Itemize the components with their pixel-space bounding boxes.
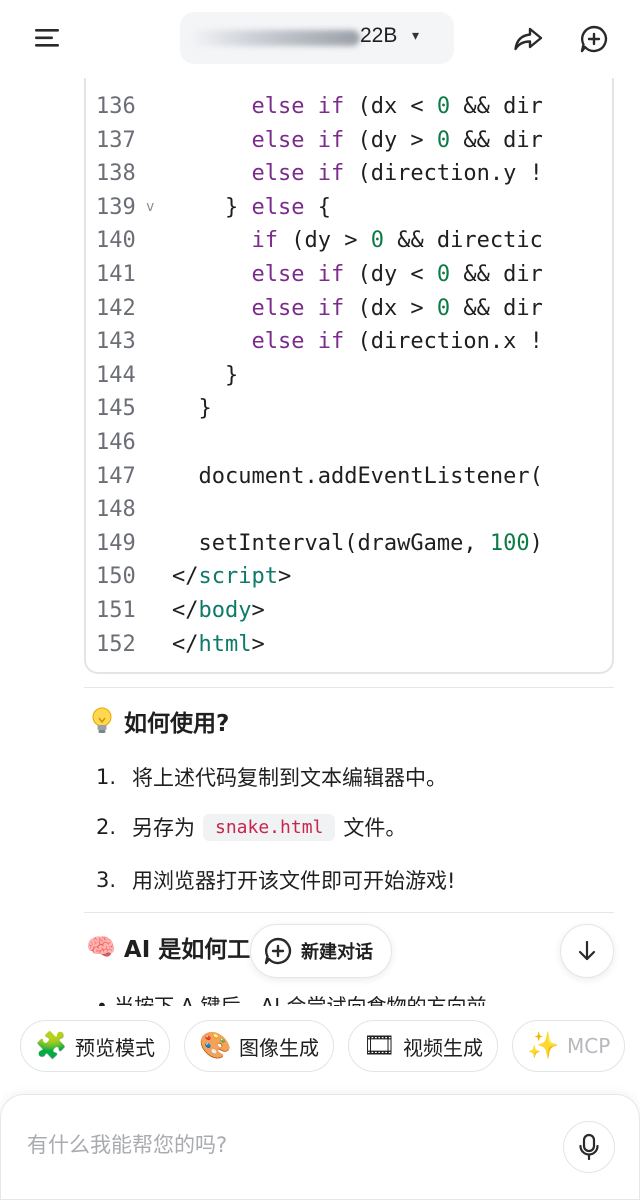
- fold-chevron-icon[interactable]: v: [146, 198, 155, 215]
- code-line: 138 else if (direction.y !: [86, 161, 612, 195]
- line-number: 137: [96, 127, 136, 153]
- floating-new-chat-button[interactable]: 新建对话: [250, 924, 392, 978]
- model-name-blurred: [190, 30, 360, 46]
- code-text: else if (dy < 0 && dir: [251, 261, 543, 287]
- line-number: 139: [96, 194, 136, 220]
- code-text: if (dy > 0 && directic: [251, 228, 543, 254]
- code-text: else if (dy > 0 && dir: [251, 127, 543, 153]
- code-line: 141 else if (dy < 0 && dir: [86, 261, 612, 296]
- arrow-down-icon: [578, 940, 596, 961]
- inline-code: snake.html: [203, 813, 336, 841]
- line-number: 147: [96, 463, 136, 489]
- code-line: 147 document.addEventListener(: [86, 463, 612, 498]
- new-chat-icon: [264, 937, 292, 965]
- line-number: 145: [96, 396, 136, 422]
- hamburger-icon: [35, 29, 59, 47]
- sparkles-icon: ✨: [527, 1031, 560, 1061]
- new-chat-icon: [580, 25, 608, 53]
- list-item: 1. 将上述代码复制到文本编辑器中。: [96, 765, 447, 790]
- share-button[interactable]: [506, 20, 550, 58]
- chip-preview-mode[interactable]: 🧩 预览模式: [20, 1020, 170, 1072]
- divider: [84, 687, 614, 688]
- line-number: 148: [96, 497, 136, 523]
- ai-section-heading: 🧠 AI 是如何工: [86, 930, 250, 964]
- voice-input-button[interactable]: [563, 1121, 615, 1173]
- code-line: 143 else if (direction.x !: [86, 329, 612, 363]
- code-text: else if (dx < 0 && dir: [251, 94, 543, 119]
- line-number: 149: [96, 530, 136, 556]
- code-line: 152 </html>: [86, 631, 612, 666]
- list-item: 2. 另存为 snake.html 文件。: [96, 813, 407, 841]
- line-number: 150: [96, 564, 136, 590]
- top-bar: 22B ▾: [0, 0, 640, 78]
- code-text: }: [198, 396, 212, 422]
- line-number: 143: [96, 329, 136, 355]
- how-to-heading: 如何使用?: [88, 704, 229, 738]
- message-composer: [0, 1094, 640, 1200]
- film-icon: 🎞: [363, 1031, 397, 1061]
- code-line: 136 else if (dx < 0 && dir: [86, 94, 612, 128]
- code-text: else if (direction.y !: [251, 161, 543, 187]
- code-line: 137 else if (dy > 0 && dir: [86, 127, 612, 162]
- model-name: 22B: [360, 24, 398, 47]
- code-line: 150 </script>: [86, 564, 612, 598]
- chevron-down-icon: ▾: [412, 28, 420, 44]
- code-line: 139 v } else {: [86, 194, 612, 229]
- code-text: </script>: [172, 564, 292, 590]
- how-to-title: 如何使用?: [124, 711, 230, 737]
- code-text: </html>: [172, 631, 265, 657]
- code-line: 140 if (dy > 0 && directic: [86, 228, 612, 262]
- menu-button[interactable]: [28, 20, 68, 56]
- brain-icon: 🧠: [86, 933, 116, 961]
- code-text: } else {: [224, 194, 331, 220]
- code-text: document.addEventListener(: [198, 463, 543, 489]
- chip-video-generation[interactable]: 🎞 视频生成: [348, 1020, 498, 1072]
- code-line: 146: [86, 429, 612, 464]
- chip-image-generation[interactable]: 🎨 图像生成: [184, 1020, 334, 1072]
- scroll-down-button[interactable]: [560, 924, 614, 978]
- puzzle-icon: 🧩: [35, 1031, 68, 1061]
- code-text: else if (dx > 0 && dir: [251, 295, 543, 321]
- chip-mcp[interactable]: ✨ MCP: [512, 1020, 626, 1072]
- code-line: 151 </body>: [86, 597, 612, 632]
- code-line: 149 setInterval(drawGame, 100): [86, 530, 612, 565]
- code-line: 144 }: [86, 362, 612, 397]
- code-line: 145 }: [86, 396, 612, 430]
- line-number: 140: [96, 228, 136, 254]
- line-number: 146: [96, 429, 136, 455]
- model-selector[interactable]: 22B ▾: [180, 12, 454, 64]
- share-icon: [514, 27, 543, 51]
- line-number: 151: [96, 597, 136, 623]
- code-line: 148: [86, 497, 612, 531]
- ai-section-title: AI 是如何工: [123, 937, 251, 963]
- new-chat-button[interactable]: [572, 18, 616, 60]
- message-input[interactable]: [27, 1125, 527, 1165]
- microphone-icon: [579, 1133, 599, 1161]
- line-number: 141: [96, 261, 136, 287]
- palette-icon: 🎨: [199, 1031, 232, 1061]
- divider: [84, 912, 614, 913]
- floating-new-chat-label: 新建对话: [301, 942, 373, 963]
- code-text: else if (direction.x !: [251, 329, 543, 355]
- line-number: 144: [96, 362, 136, 388]
- feature-chips-bar: 🧩 预览模式 🎨 图像生成 🎞 视频生成 ✨ MCP: [0, 1006, 640, 1090]
- lightbulb-icon: [92, 707, 112, 733]
- line-number: 136: [96, 94, 136, 119]
- code-line: 142 else if (dx > 0 && dir: [86, 295, 612, 330]
- line-number: 152: [96, 631, 136, 657]
- code-text: </body>: [172, 597, 265, 623]
- line-number: 138: [96, 161, 136, 187]
- list-item: 3. 用浏览器打开该文件即可开始游戏!: [96, 868, 456, 893]
- code-text: setInterval(drawGame, 100): [198, 530, 543, 556]
- line-number: 142: [96, 295, 136, 321]
- partially-visible-text: • 当按下 A 键后，AI 会尝试向食物的方向前: [96, 994, 487, 1006]
- code-text: }: [224, 362, 239, 388]
